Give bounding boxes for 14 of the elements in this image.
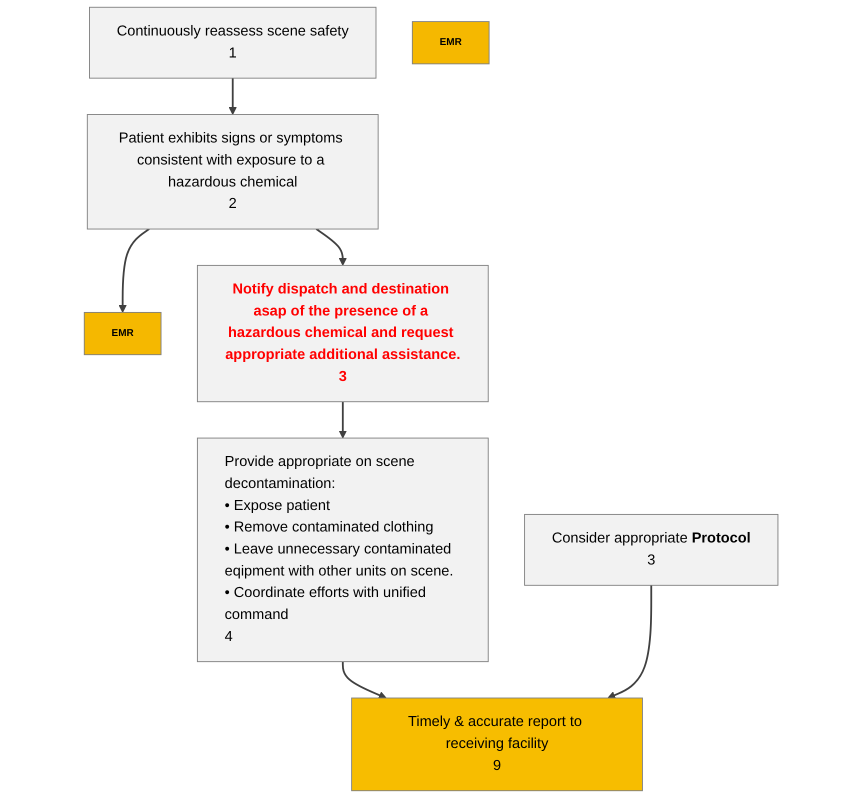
node-box (196, 438, 489, 662)
arrow (228, 78, 237, 115)
arrow (607, 585, 652, 699)
node-box (351, 698, 643, 792)
node-box (412, 21, 490, 64)
arrow (338, 402, 347, 438)
arrow (342, 662, 386, 699)
node-box (524, 514, 778, 586)
node-box (88, 6, 376, 79)
node-box (86, 114, 378, 230)
node-box (196, 264, 489, 402)
node-box (84, 312, 162, 356)
arrow (118, 228, 150, 313)
arrow (316, 228, 347, 266)
